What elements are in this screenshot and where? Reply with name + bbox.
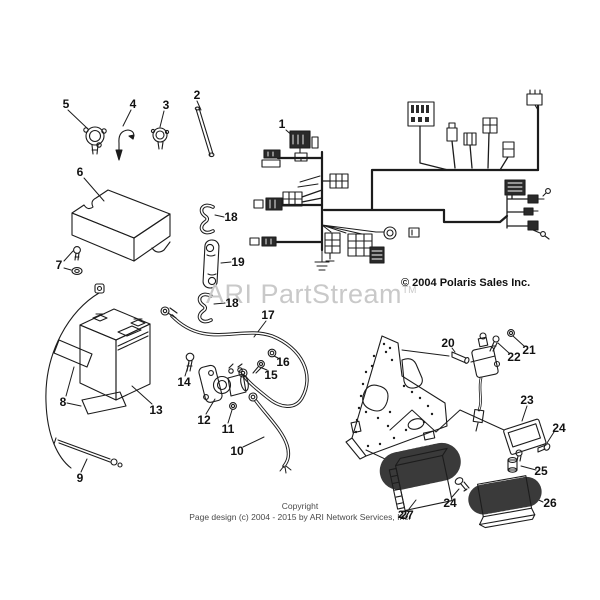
part-5-flange-nut bbox=[83, 126, 107, 155]
callout-8[interactable]: 8 bbox=[59, 395, 67, 409]
part-21-nut bbox=[507, 329, 515, 337]
part-8-battery-pads bbox=[53, 339, 127, 415]
callout-19[interactable]: 19 bbox=[231, 255, 245, 269]
battery-vent-tube bbox=[45, 292, 100, 469]
part-3-flange-nut bbox=[150, 127, 170, 150]
callout-27-footer[interactable]: 27 bbox=[398, 509, 411, 521]
part-14-bolt bbox=[185, 352, 195, 372]
ari-partstream-watermark: ARI PartStreamTM bbox=[206, 279, 417, 309]
leader-lines bbox=[63, 100, 555, 510]
footer-copyright-line: Copyright bbox=[281, 501, 319, 511]
callout-9[interactable]: 9 bbox=[76, 471, 84, 485]
part-24-screw-a bbox=[537, 443, 551, 453]
part-10-ground-cable bbox=[248, 392, 292, 474]
callout-2[interactable]: 2 bbox=[193, 88, 201, 102]
page-footer: Copyright Page design (c) 2004 - 2015 by… bbox=[0, 501, 600, 522]
ignition-coil bbox=[470, 332, 501, 432]
part-23-cdi-box bbox=[503, 418, 547, 462]
polaris-copyright-notice: © 2004 Polaris Sales Inc. bbox=[401, 277, 531, 289]
callout-22[interactable]: 22 bbox=[507, 350, 521, 364]
battery-terminal-clip bbox=[94, 283, 105, 294]
callout-20[interactable]: 20 bbox=[441, 336, 455, 350]
callout-26[interactable]: 26 bbox=[543, 496, 557, 510]
callout-1[interactable]: 1 bbox=[278, 117, 286, 131]
callout-18[interactable]: 18 bbox=[224, 210, 238, 224]
callout-18[interactable]: 18 bbox=[225, 296, 239, 310]
callout-6[interactable]: 6 bbox=[76, 165, 84, 179]
part-25-bushing bbox=[507, 457, 518, 473]
part-1-wiring-harness bbox=[249, 89, 551, 271]
part-9-battery-strap bbox=[53, 437, 123, 468]
callout-15[interactable]: 15 bbox=[264, 368, 278, 382]
callout-21[interactable]: 21 bbox=[522, 343, 536, 357]
part-24-screw-b bbox=[454, 477, 470, 492]
part-6-battery-cover bbox=[71, 189, 171, 262]
footer-design-line: Page design (c) 2004 - 2015 by ARI Netwo… bbox=[189, 511, 411, 522]
callout-24[interactable]: 24 bbox=[443, 496, 457, 510]
part-19-hold-down-strap bbox=[202, 239, 220, 289]
callout-13[interactable]: 13 bbox=[149, 403, 163, 417]
callout-3[interactable]: 3 bbox=[162, 98, 170, 112]
callout-4[interactable]: 4 bbox=[129, 97, 137, 111]
part-16-nut bbox=[267, 348, 277, 358]
part-2-rod bbox=[194, 106, 215, 158]
callout-7[interactable]: 7 bbox=[55, 258, 63, 272]
callout-25[interactable]: 25 bbox=[534, 464, 548, 478]
callout-27[interactable]: 27 bbox=[400, 508, 414, 522]
part-12-starter-solenoid bbox=[198, 363, 249, 403]
part-27-voltage-regulator bbox=[379, 442, 461, 512]
callout-5[interactable]: 5 bbox=[62, 97, 70, 111]
part-7-bolt-and-nut bbox=[71, 246, 83, 275]
callout-16[interactable]: 16 bbox=[276, 355, 290, 369]
part-15-bolt bbox=[252, 360, 265, 374]
callout-10[interactable]: 10 bbox=[230, 444, 244, 458]
part-26-regulator bbox=[468, 475, 542, 529]
callout-17[interactable]: 17 bbox=[261, 308, 275, 322]
part-20-bolt bbox=[451, 351, 470, 364]
callout-11[interactable]: 11 bbox=[221, 422, 235, 436]
part-11-nut bbox=[229, 402, 237, 410]
callout-24[interactable]: 24 bbox=[552, 421, 566, 435]
part-4-hook-clip bbox=[115, 129, 135, 161]
callout-14[interactable]: 14 bbox=[177, 375, 191, 389]
part-13-battery bbox=[79, 308, 151, 401]
callout-23[interactable]: 23 bbox=[520, 393, 534, 407]
part-22-screw bbox=[489, 335, 500, 352]
callout-12[interactable]: 12 bbox=[197, 413, 211, 427]
